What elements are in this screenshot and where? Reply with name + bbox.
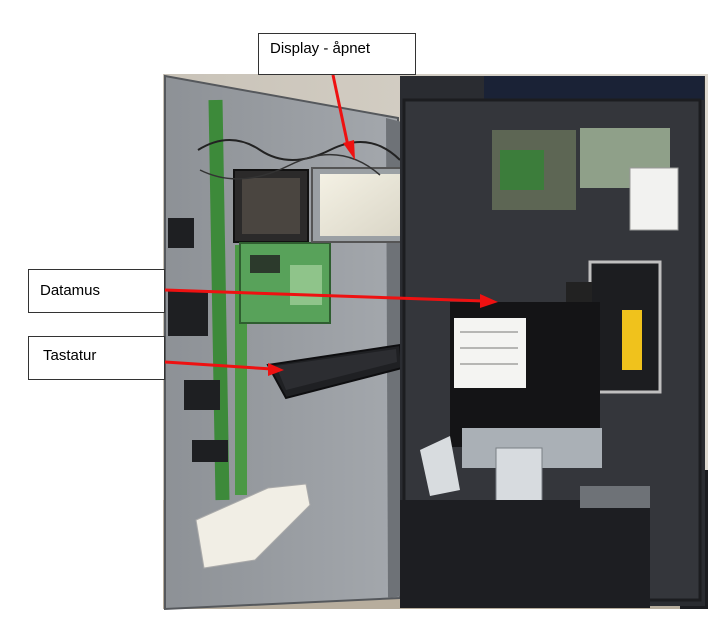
paper-chute [195,483,311,569]
display-callout: Display - åpnet [258,33,416,75]
keyboard-arrow [164,360,273,371]
keyboard-label: Tastatur [43,347,97,364]
display-label: Display - åpnet [270,40,371,57]
cabinet-base [400,500,650,608]
ups-unit [629,167,679,231]
mouse-label: Datamus [40,282,101,299]
warning-label [454,318,526,388]
display-arrow [331,74,350,147]
mouse-arrow [164,288,485,303]
mouse-callout: Datamus [28,269,165,313]
door-cutout [168,290,208,336]
keyboard-callout: Tastatur [28,336,165,380]
